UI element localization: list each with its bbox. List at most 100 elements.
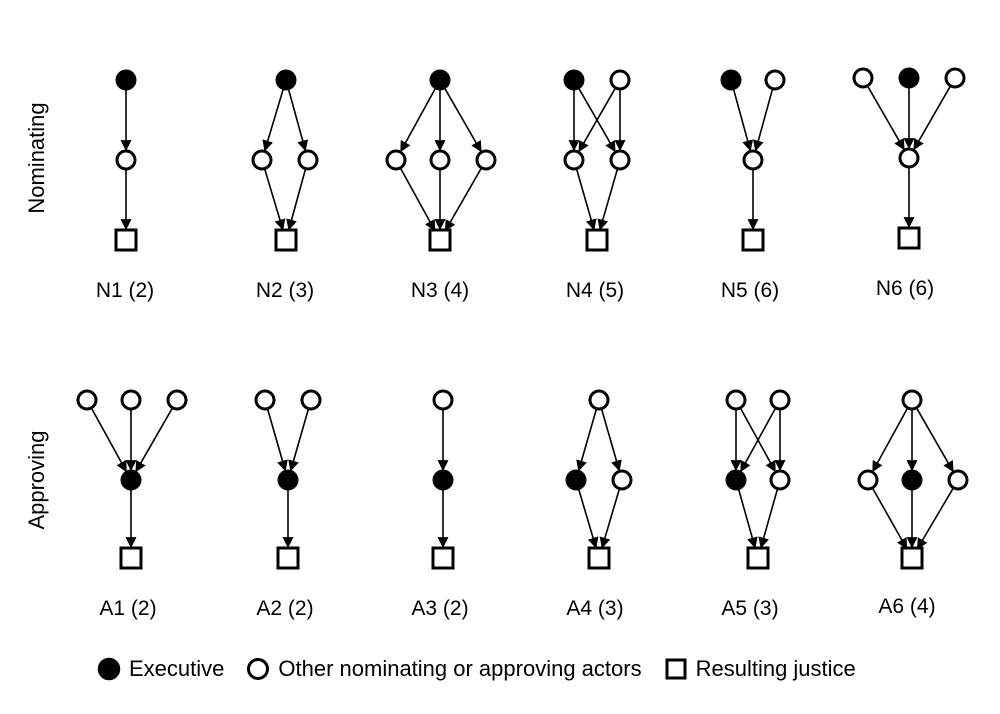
arrow-n3-a-d (444, 88, 482, 153)
actor-node-a5-d (769, 469, 791, 491)
model-label-a6: A6 (4) (878, 595, 936, 618)
arrow-a6-a-b (872, 408, 908, 473)
filled-circle-icon (97, 657, 121, 681)
actor-node-n5-c (742, 149, 764, 171)
actor-node-n3-b (385, 149, 407, 171)
executive-node-n3-a (429, 69, 451, 91)
arrow-a6-a-d (916, 408, 954, 473)
row-label-nominating: Nominating (24, 102, 49, 214)
actor-node-n6-d (898, 147, 920, 169)
model-label-a5: A5 (3) (721, 597, 779, 620)
justice-node-n6 (897, 226, 921, 250)
executive-node-a1-d (120, 469, 142, 491)
actor-node-a1-b (120, 389, 142, 411)
arrow-n2-a-c (287, 89, 309, 152)
actor-node-n3-c (429, 149, 451, 171)
arrow-n4-b-c (578, 88, 616, 153)
model-label-n6: N6 (6) (875, 277, 935, 300)
actor-node-n4-b (609, 69, 631, 91)
legend-item-executive: Executive (97, 656, 224, 682)
actor-node-n4-c (563, 149, 585, 171)
justice-node-n2 (274, 228, 298, 252)
actor-node-n4-d (609, 149, 631, 171)
arrow-a2-a-c (266, 409, 288, 472)
legend-label-other: Other nominating or approving actors (278, 656, 642, 681)
legend: Executive Other nominating or approving … (97, 652, 878, 686)
actor-node-a2-a (254, 389, 276, 411)
model-label-n2: N2 (3) (255, 279, 315, 302)
arrow-a5-c-s (737, 489, 758, 549)
model-label-n4: N4 (5) (565, 279, 625, 302)
arrow-a1-a-d (91, 408, 127, 473)
executive-node-a3-b (432, 469, 454, 491)
model-label-n3: N3 (4) (410, 279, 470, 302)
actor-node-a4-c (611, 469, 633, 491)
executive-node-a6-c (901, 469, 923, 491)
actor-node-n1-b (115, 149, 137, 171)
justice-node-n5 (741, 228, 765, 252)
arrow-n3-d-s (444, 168, 482, 232)
model-label-a1: A1 (2) (99, 597, 157, 620)
arrow-n2-a-b (262, 89, 284, 152)
arrow-a4-a-b (576, 409, 598, 472)
arrow-a4-c-s (599, 489, 620, 549)
arrow-n6-a-d (867, 86, 905, 151)
actor-node-a1-c (166, 389, 188, 411)
model-label-a2: A2 (2) (256, 597, 314, 620)
edges-layer (91, 86, 954, 550)
justice-node-n3 (428, 228, 452, 252)
justice-node-a6 (900, 546, 924, 570)
legend-label-justice: Resulting justice (695, 656, 856, 681)
model-label-a3: A3 (2) (411, 597, 469, 620)
justice-node-a4 (587, 546, 611, 570)
arrow-a6-d-s (916, 488, 954, 550)
executive-node-n4-a (563, 69, 585, 91)
nodes-layer (76, 67, 969, 570)
arrow-n2-c-s (286, 169, 307, 231)
arrow-n5-a-c (732, 89, 754, 152)
model-label-n1: N1 (2) (95, 279, 155, 302)
arrow-a5-b-c (740, 408, 776, 473)
justice-node-n1 (114, 228, 138, 252)
legend-label-executive: Executive (129, 656, 225, 681)
justice-node-a3 (431, 546, 455, 570)
executive-node-n6-b (898, 67, 920, 89)
actor-node-a3-a (432, 389, 454, 411)
row-label-approving: Approving (24, 430, 49, 530)
executive-node-n5-a (720, 69, 742, 91)
actor-node-n2-c (297, 149, 319, 171)
justice-node-n4 (585, 228, 609, 252)
justice-node-a1 (119, 546, 143, 570)
actor-node-a4-a (588, 389, 610, 411)
arrow-n4-d-s (597, 169, 619, 231)
actor-node-a1-a (76, 389, 98, 411)
actor-node-n5-b (764, 69, 786, 91)
actor-node-n6-c (944, 67, 966, 89)
arrow-n3-b-s (400, 168, 436, 232)
justice-node-a2 (276, 546, 300, 570)
actor-node-a5-a (725, 389, 747, 411)
arrow-n3-a-b (400, 88, 436, 153)
legend-item-other: Other nominating or approving actors (246, 656, 642, 682)
actor-node-a6-a (901, 389, 923, 411)
arrow-a2-b-c (288, 409, 310, 472)
model-label-n5: N5 (6) (720, 279, 780, 302)
actor-node-n3-d (475, 149, 497, 171)
arrow-n6-c-d (913, 86, 951, 151)
arrow-a4-b-s (578, 489, 599, 549)
arrow-n4-c-s (575, 169, 597, 231)
justice-node-a5 (746, 546, 770, 570)
open-circle-icon (247, 658, 270, 680)
arrow-a1-c-d (135, 408, 173, 473)
executive-node-n1-a (115, 69, 137, 91)
actor-node-a6-d (947, 469, 969, 491)
actor-node-a5-b (769, 389, 791, 411)
arrow-n2-b-s (264, 169, 286, 231)
executive-node-a5-c (725, 469, 747, 491)
arrow-a6-b-s (872, 488, 908, 550)
legend-item-justice: Resulting justice (664, 656, 856, 682)
arrow-n5-b-c (752, 89, 774, 152)
arrow-a4-a-c (600, 409, 622, 472)
actor-node-n6-a (852, 67, 874, 89)
